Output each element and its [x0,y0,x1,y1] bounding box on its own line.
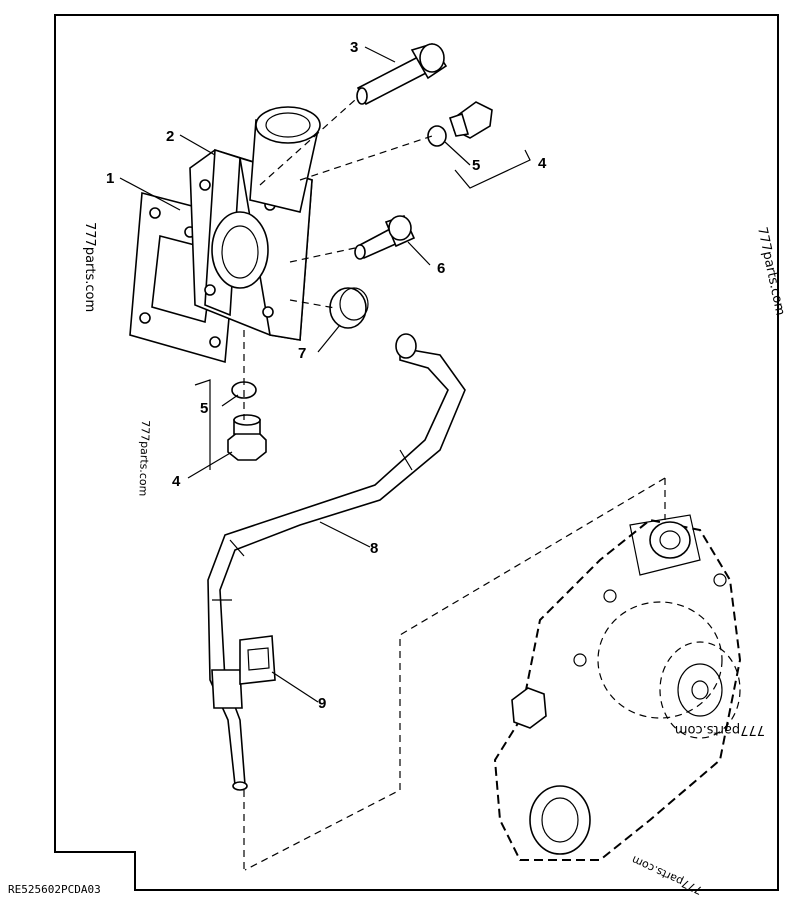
plug-part-lower[interactable] [227,414,267,461]
pipe-clamp-part[interactable] [239,635,276,685]
callout-2: 2 [166,128,174,145]
cap-screw-part-6[interactable] [354,215,416,260]
watermark-right: 777parts.com [754,226,787,317]
o-ring-part-upper[interactable] [427,125,447,147]
watermark-mid-left: 777parts.com [136,420,152,497]
coolant-pipe-part[interactable] [207,333,466,791]
watermark-pump: 777parts.com [675,722,765,737]
callout-5-upper: 5 [472,157,480,174]
thermostat-housing-part[interactable] [189,106,321,341]
callout-8: 8 [370,540,378,557]
frame-border [54,14,779,891]
engine-front-cover [493,514,742,861]
callout-1: 1 [106,170,114,187]
watermark-left: 777parts.com [82,222,97,312]
figure-id: RE525602PCDA03 [8,883,101,896]
leader-lines [119,46,531,703]
alignment-lines [243,99,666,871]
callout-7: 7 [298,345,306,362]
callout-4-lower: 4 [172,473,181,490]
callout-3: 3 [350,39,358,56]
seal-part[interactable] [329,287,369,329]
cap-screw-part-3[interactable] [356,43,448,106]
callout-6: 6 [437,260,445,277]
plug-part-upper[interactable] [448,101,493,139]
callout-4-upper: 4 [538,155,547,172]
callout-9: 9 [318,695,326,712]
callout-5-lower: 5 [200,400,208,417]
